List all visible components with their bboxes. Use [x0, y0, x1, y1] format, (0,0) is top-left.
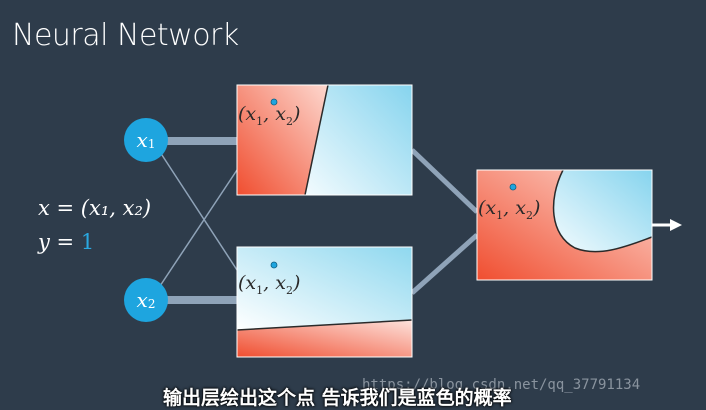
point-label-hidden-bottom: (x1, x2): [238, 272, 300, 297]
node-subscript: 1: [147, 137, 156, 151]
subtitle-caption: 输出层绘出这个点 告诉我们是蓝色的概率: [163, 387, 512, 409]
point-dot: [509, 183, 517, 191]
label-sub2: 2: [285, 283, 293, 297]
label-mid: , x: [263, 103, 286, 125]
connection-x1-h2: [159, 151, 238, 271]
point-dot: [270, 98, 278, 106]
node-symbol: x: [136, 128, 148, 152]
label-sub1: 1: [496, 208, 504, 222]
label-close: ): [292, 272, 301, 294]
label-close: ): [532, 197, 541, 219]
label-mid: , x: [263, 272, 286, 294]
output-arrow: [652, 219, 682, 231]
node-subscript: 2: [147, 297, 156, 311]
x-equation: x = (x₁, x₂): [38, 196, 152, 220]
connection-h2-out: [410, 233, 479, 295]
output-panel: [476, 169, 653, 281]
watermark: https://blog.csdn.net/qq_37791134: [362, 377, 641, 393]
label-sub1: 1: [256, 114, 264, 128]
y-equation: y = 1: [38, 230, 94, 254]
label-open: (x: [238, 103, 257, 125]
hidden-panel-bottom: [236, 246, 413, 358]
node-symbol: x: [136, 288, 148, 312]
label-sub1: 1: [256, 283, 264, 297]
label-sub2: 2: [285, 114, 293, 128]
y-value: 1: [80, 230, 95, 254]
hidden-panel-top: [236, 84, 413, 196]
connection-x2-h1: [159, 169, 238, 287]
label-mid: , x: [503, 197, 526, 219]
label-open: (x: [238, 272, 257, 294]
point-label-hidden-top: (x1, x2): [238, 103, 300, 128]
connection-h1-out: [410, 148, 479, 214]
label-open: (x: [478, 197, 497, 219]
point-label-output: (x1, x2): [478, 197, 540, 222]
slide-title: Neural Network: [12, 18, 239, 53]
y-prefix: y =: [38, 230, 81, 254]
label-close: ): [292, 103, 301, 125]
label-sub2: 2: [525, 208, 533, 222]
point-dot: [270, 261, 278, 269]
